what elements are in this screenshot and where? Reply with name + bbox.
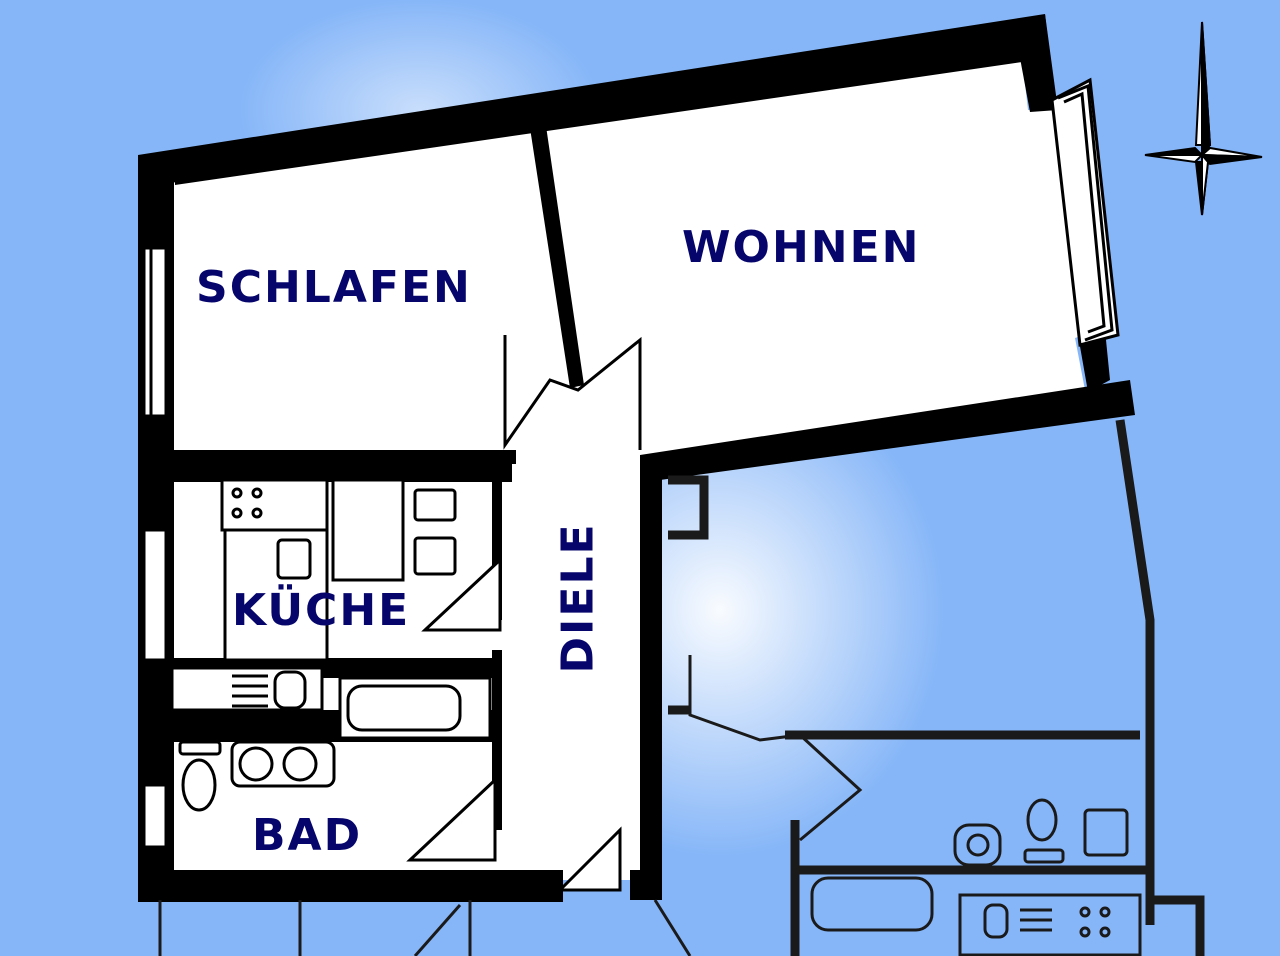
windows — [142, 77, 1120, 849]
room-label-wohnen: WOHNEN — [682, 222, 921, 273]
kitchen-fixtures — [170, 478, 457, 712]
neighbour-unit-walls — [668, 419, 1205, 956]
door-swings — [406, 335, 642, 892]
neighbour-unit-fixtures — [158, 655, 1142, 956]
room-label-schlafen: SCHLAFEN — [196, 262, 472, 313]
room-label-kueche: KÜCHE — [232, 585, 411, 636]
room-label-bad: BAD — [252, 810, 363, 861]
room-label-diele: DIELE — [552, 522, 604, 674]
bay-window-lines — [1057, 83, 1114, 342]
compass-rose-icon — [1144, 21, 1263, 216]
walls — [138, 14, 1135, 902]
bath-fixtures — [178, 676, 492, 812]
